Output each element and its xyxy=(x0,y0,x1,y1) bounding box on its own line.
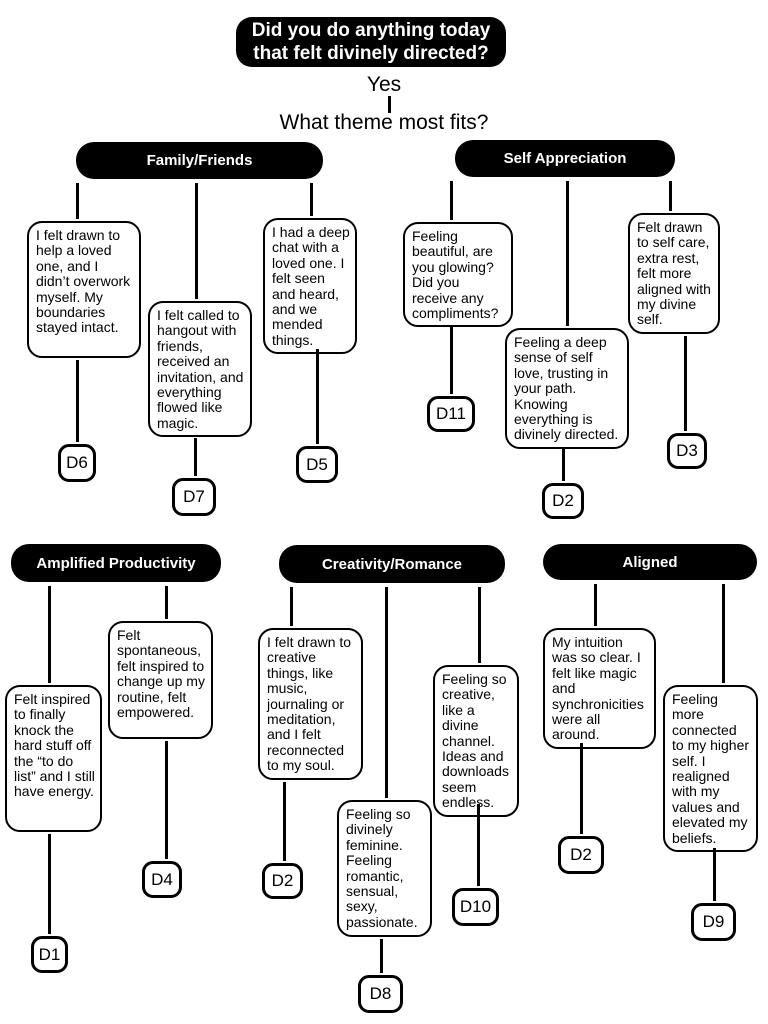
connector-line xyxy=(48,586,51,683)
description-box: Felt spontaneous, felt inspired to chang… xyxy=(108,621,213,739)
code-chip-d8: D8 xyxy=(358,975,403,1013)
code-chip-d5: D5 xyxy=(296,446,338,483)
theme-header-family-friends: Family/Friends xyxy=(76,142,323,179)
description-box: My intuition was so clear. I felt like m… xyxy=(543,628,656,749)
description-box: Feeling beautiful, are you glowing? Did … xyxy=(403,222,513,328)
connector-line xyxy=(48,834,51,934)
connector-line xyxy=(478,587,481,663)
connector-line xyxy=(194,438,197,476)
description-box: Felt inspired to finally knock the hard … xyxy=(5,685,102,832)
description-box: Feeling so divinely feminine. Feeling ro… xyxy=(337,800,432,937)
connector-line xyxy=(450,327,453,394)
root-question-node: Did you do anything today that felt divi… xyxy=(236,17,506,67)
connector-line xyxy=(713,848,716,901)
code-chip-d3: D3 xyxy=(667,433,707,469)
theme-header-aligned: Aligned xyxy=(543,544,757,580)
answer-yes-label: Yes xyxy=(366,73,402,96)
connector-line xyxy=(316,349,319,444)
connector-line xyxy=(76,360,79,442)
code-chip-d10: D10 xyxy=(452,888,499,926)
theme-prompt-label: What theme most fits? xyxy=(279,111,489,134)
connector-line xyxy=(165,586,168,619)
connector-line xyxy=(290,587,293,626)
code-chip-d11: D11 xyxy=(427,396,475,432)
code-chip-d4: D4 xyxy=(142,861,182,898)
description-box: I felt called to hangout with friends, r… xyxy=(148,301,252,438)
connector-line xyxy=(385,587,388,798)
code-chip-d2: D2 xyxy=(262,863,303,899)
description-box: I felt drawn to help a loved one, and I … xyxy=(27,221,141,358)
connector-line xyxy=(283,782,286,861)
connector-line xyxy=(450,181,453,220)
code-chip-d2: D2 xyxy=(558,836,604,874)
code-chip-d9: D9 xyxy=(691,903,736,941)
connector-line xyxy=(669,181,672,211)
connector-line xyxy=(76,183,79,219)
connector-line xyxy=(388,96,391,113)
connector-line xyxy=(580,743,583,834)
connector-line xyxy=(477,804,480,886)
description-box: I had a deep chat with a loved one. I fe… xyxy=(263,218,357,355)
connector-line xyxy=(165,741,168,859)
description-box: Feeling a deep sense of self love, trust… xyxy=(505,328,629,449)
connector-line xyxy=(310,183,313,216)
code-chip-d6: D6 xyxy=(58,444,96,482)
description-box: Felt drawn to self care, extra rest, fel… xyxy=(628,213,720,334)
connector-line xyxy=(380,939,383,973)
code-chip-d2: D2 xyxy=(542,483,584,519)
code-chip-d1: D1 xyxy=(31,936,68,973)
connector-line xyxy=(566,181,569,326)
theme-header-amplified-productivity: Amplified Productivity xyxy=(11,544,221,582)
theme-header-creativity-romance: Creativity/Romance xyxy=(279,545,505,583)
code-chip-d7: D7 xyxy=(172,478,216,516)
description-box: Feeling more connected to my higher self… xyxy=(663,685,758,852)
connector-line xyxy=(684,336,687,431)
connector-line xyxy=(195,183,198,299)
connector-line xyxy=(722,584,725,683)
connector-line xyxy=(562,449,565,481)
theme-header-self-appreciation: Self Appreciation xyxy=(455,140,675,177)
description-box: I felt drawn to creative things, like mu… xyxy=(258,628,363,780)
description-box: Feeling so creative, like a divine chann… xyxy=(433,665,519,817)
connector-line xyxy=(594,584,597,626)
